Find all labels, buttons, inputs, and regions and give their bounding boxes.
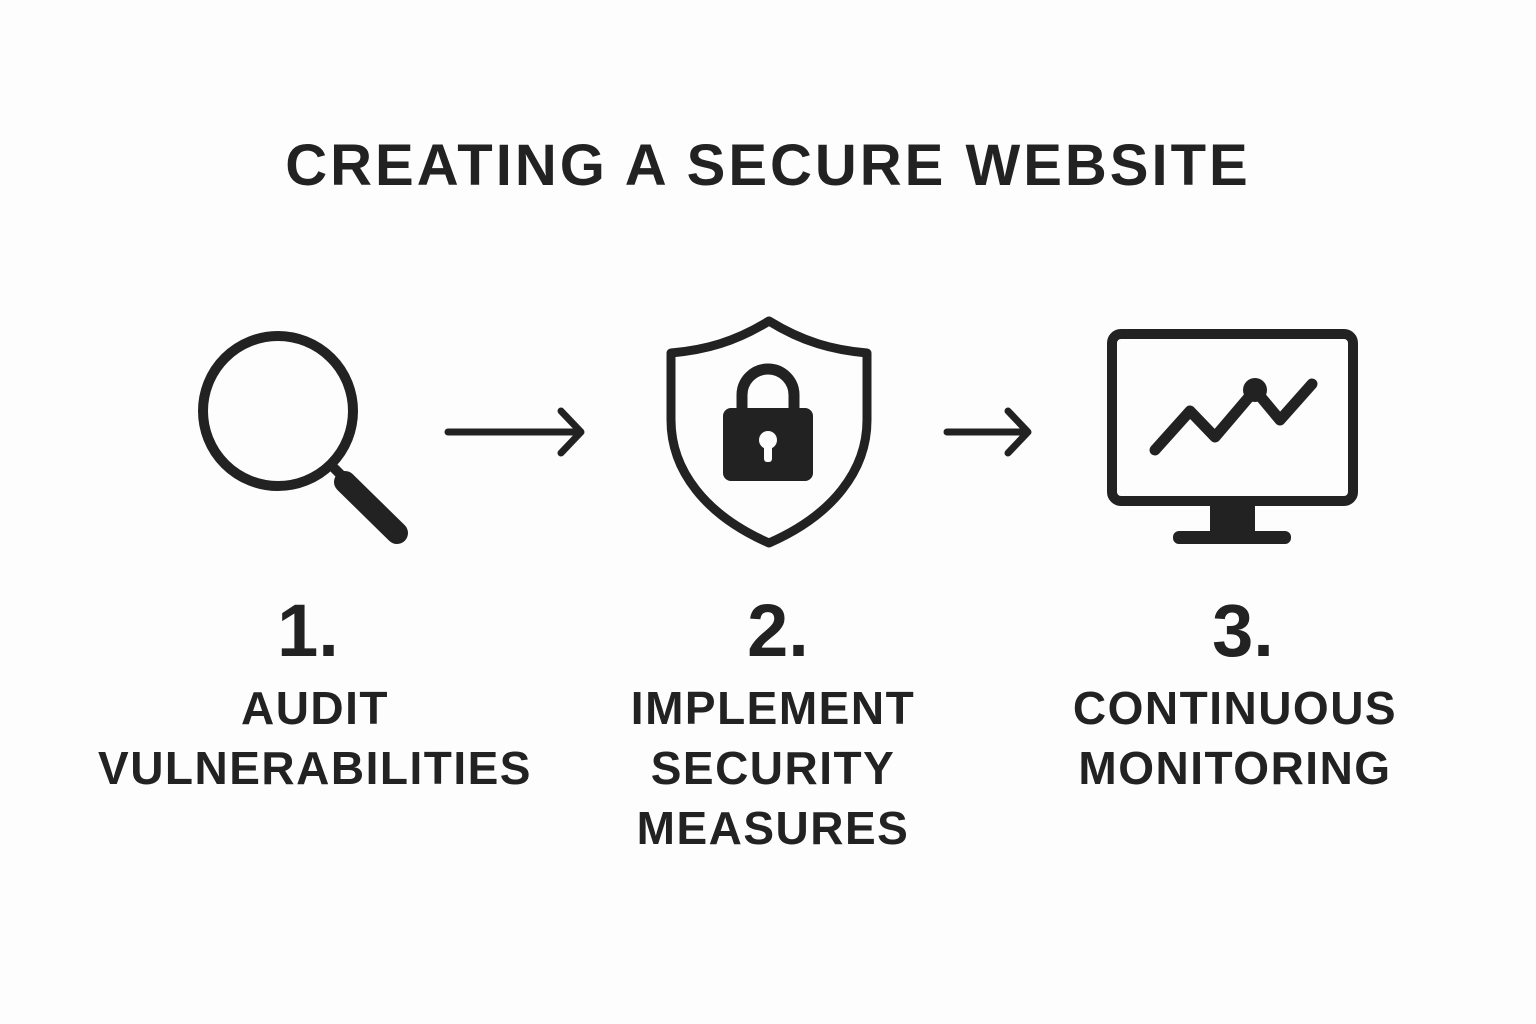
- magnifier-icon: [198, 331, 408, 544]
- step-2-label-line: SECURITY: [650, 742, 896, 794]
- step-1-label-line: AUDIT: [240, 682, 390, 734]
- step-1-number: 1.: [277, 589, 339, 672]
- arrow-right-icon: [943, 407, 1032, 457]
- arrow-right-icon: [444, 407, 585, 457]
- step-1-label-line: VULNERABILITIES: [98, 742, 532, 794]
- step-2-label: IMPLEMENT SECURITY MEASURES: [543, 678, 1003, 858]
- diagram-title: CREATING A SECURE WEBSITE: [285, 133, 1251, 198]
- step-2-label-line: IMPLEMENT: [630, 682, 916, 734]
- step-3-number: 3.: [1212, 589, 1274, 672]
- step-3-label-line: MONITORING: [1078, 742, 1392, 794]
- step-3-label: CONTINUOUS MONITORING: [1005, 678, 1465, 798]
- step-1-label: AUDIT VULNERABILITIES: [85, 678, 545, 798]
- shield-lock-icon: [666, 316, 872, 548]
- step-2-label-line: MEASURES: [636, 802, 910, 854]
- monitor-chart-icon: [1107, 329, 1358, 544]
- step-2-number: 2.: [747, 589, 809, 672]
- step-3-label-line: CONTINUOUS: [1072, 682, 1398, 734]
